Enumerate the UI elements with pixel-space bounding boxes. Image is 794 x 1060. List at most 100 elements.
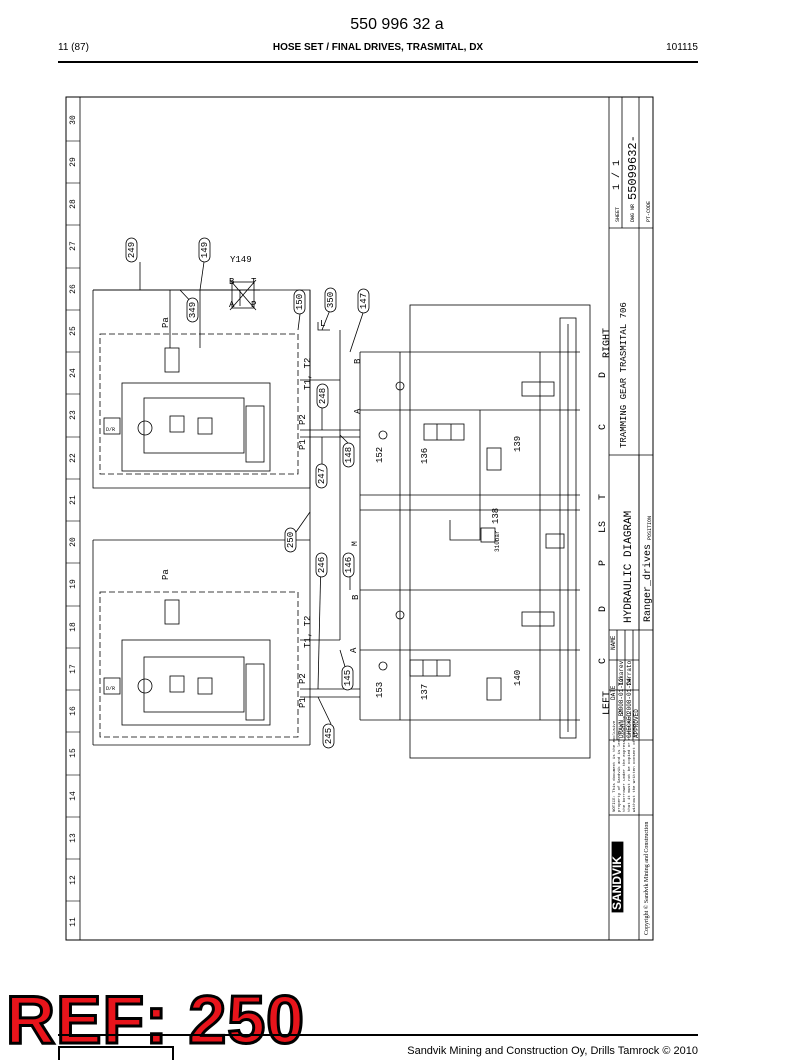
callout-number: 246 <box>317 557 327 573</box>
checked-label: CHECKED <box>626 712 633 738</box>
date-code: 101115 <box>666 42 698 53</box>
callout-145: 145 <box>341 665 354 691</box>
callout-number: 245 <box>324 728 334 744</box>
component-137: 137 <box>420 684 430 700</box>
pt-code-label: PT-CODE <box>646 201 652 222</box>
drawn-by-name: Tokarev <box>618 660 625 686</box>
grid-number: 15 <box>69 748 78 758</box>
callout-146: 146 <box>342 552 355 578</box>
port-d-label: D <box>598 372 609 378</box>
port-a-label: A <box>229 300 235 310</box>
dwg-label: DWG NR <box>630 204 636 222</box>
callout-number: 350 <box>326 292 336 308</box>
drawing-name: Ranger_drives <box>642 544 654 622</box>
callout-247: 247 <box>315 463 328 489</box>
component-139: 139 <box>513 436 523 452</box>
callout-350: 350 <box>324 287 337 313</box>
grid-number: 21 <box>69 495 78 505</box>
component-140: 140 <box>513 670 523 686</box>
side-left-label: LEFT <box>602 691 613 715</box>
callout-349: 349 <box>186 297 199 323</box>
port-p1-label: P1 <box>298 697 308 708</box>
drawn-by-label: DRAWN BY <box>618 709 625 738</box>
grid-number: 14 <box>69 791 78 801</box>
sheet-label: SHEET <box>615 207 621 222</box>
notice-text: the borrower under the express condition <box>622 715 627 812</box>
port-b-label: B <box>229 277 235 287</box>
port-m-label: M <box>351 541 360 546</box>
notice-text: property of Sandvik and is lent to <box>617 730 622 812</box>
callout-number: 247 <box>317 468 327 484</box>
grid-number: 19 <box>69 579 78 589</box>
callout-number: 149 <box>200 242 210 258</box>
sheet-value: 1 / 1 <box>611 160 623 190</box>
grid-number: 23 <box>69 410 78 420</box>
copyright-text: Copyright © Sandvik Mining and Construct… <box>643 822 650 935</box>
grid-number: 26 <box>69 284 78 294</box>
header-rule <box>58 61 698 63</box>
grid-number: 11 <box>69 917 78 927</box>
callout-number: 248 <box>318 388 328 404</box>
title-block <box>608 97 653 940</box>
footer-text: Sandvik Mining and Construction Oy, Dril… <box>407 1045 698 1057</box>
port-c-label: C <box>598 658 609 664</box>
grid-number: 13 <box>69 833 78 843</box>
port-p1-label: P1 <box>298 439 308 450</box>
footer-rule <box>58 1034 698 1036</box>
port-t1t2-label: T1, T2 <box>303 358 313 390</box>
callout-number: 145 <box>343 670 353 686</box>
callout-number: 146 <box>344 557 354 573</box>
notice-text: that it must not be copied or reproduced <box>627 715 632 812</box>
motor-tag: D/R <box>106 427 115 433</box>
pressure-note: 310bar <box>494 530 501 552</box>
drawing-type: HYDRAULIC DIAGRAM <box>623 511 635 623</box>
port-l-label: L <box>320 319 325 329</box>
project-title: TRAMMING GEAR TRASMITAL 706 <box>619 302 629 448</box>
approved-label: APPROVED <box>633 709 640 738</box>
valve-label: Y149 <box>230 255 252 265</box>
grid-number: 24 <box>69 368 78 378</box>
callout-246: 246 <box>315 552 328 578</box>
port-b-label: B <box>351 594 361 600</box>
component-153: 153 <box>375 682 385 698</box>
table-header-date: DATE <box>610 685 617 700</box>
component-138: 138 <box>491 508 501 524</box>
callout-147: 147 <box>357 288 370 314</box>
callout-249: 249 <box>125 237 138 263</box>
port-a-label: A <box>349 647 359 653</box>
page-title: HOSE SET / FINAL DRIVES, TRASMITAL, DX <box>272 42 484 53</box>
port-p-label: P <box>598 560 609 566</box>
drawn-by-date: 2008-01-12 <box>618 678 625 714</box>
port-a-label: A <box>353 408 363 414</box>
port-c-label: C <box>598 424 609 430</box>
component-136: 136 <box>420 448 430 464</box>
callout-148: 148 <box>342 442 355 468</box>
grid-number: 22 <box>69 453 78 463</box>
table-header-name: NAME <box>610 635 617 650</box>
grid-number: 17 <box>69 664 78 674</box>
footer-logo <box>58 1046 174 1060</box>
dwg-value: 55099632- <box>626 135 640 200</box>
component-152: 152 <box>375 447 385 463</box>
grid-number: 28 <box>69 199 78 209</box>
grid-strip: 11 12 13 14 15 16 17 18 19 20 21 22 23 2… <box>66 115 80 927</box>
port-p2-label: P2 <box>298 414 308 425</box>
port-d-label: D <box>598 606 609 612</box>
callout-245: 245 <box>322 723 335 749</box>
callout-150: 150 <box>293 289 306 315</box>
port-t-label: T <box>251 277 257 287</box>
callout-number: 147 <box>359 293 369 309</box>
callout-number: 250 <box>286 532 296 548</box>
checked-date: 2008-01-24 <box>626 678 633 714</box>
motor-tag: D/R <box>106 686 115 692</box>
drawing-frame <box>65 96 654 941</box>
callouts: 249 149 349 150 350 147 248 247 148 250 … <box>125 237 370 749</box>
grid-number: 30 <box>69 115 78 125</box>
checked-name: ferrato <box>626 660 633 686</box>
grid-number: 18 <box>69 622 78 632</box>
grid-number: 27 <box>69 241 78 251</box>
callout-number: 249 <box>127 242 137 258</box>
grid-number: 16 <box>69 706 78 716</box>
schematic-lines <box>92 261 591 759</box>
